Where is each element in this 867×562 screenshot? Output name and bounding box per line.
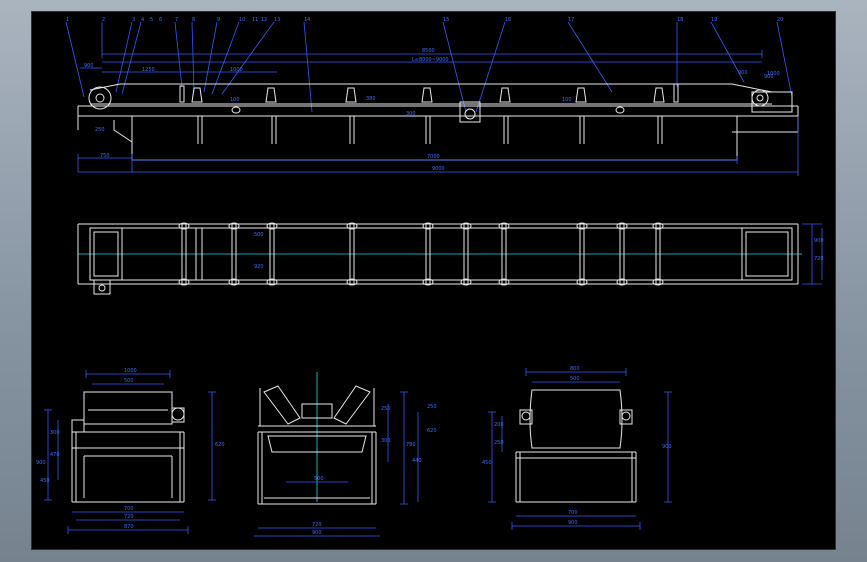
callout-14: 14 — [304, 17, 310, 23]
dim-right-h1: 200 — [494, 422, 504, 428]
dim-right-base-outer: 900 — [568, 520, 578, 526]
dim-right-top-inner: 500 — [570, 376, 580, 382]
drive-motor — [93, 279, 111, 295]
head-drum — [529, 389, 623, 449]
dim-left-base-mid: 720 — [124, 514, 134, 520]
support-legs — [197, 116, 663, 144]
dim-left-h3: 450 — [40, 478, 50, 484]
drive-drum — [83, 391, 173, 425]
wing-idler-left — [263, 385, 301, 425]
end-view-right: 800 500 450 200 250 900 700 900 — [482, 366, 672, 530]
head-pulley-plan — [741, 227, 793, 281]
dim-width-inner: 720 — [814, 256, 824, 262]
callout-1: 1 — [66, 17, 69, 23]
dim-left-top-outer: 1000 — [124, 368, 137, 374]
callout-8: 8 — [192, 17, 195, 23]
dim-width-outer: 900 — [814, 238, 824, 244]
dim-left-h-total: 900 — [36, 460, 46, 466]
dim-cs-side-a: 620 — [427, 428, 437, 434]
callout-12: 12 — [261, 17, 267, 23]
callout-15: 15 — [443, 17, 449, 23]
dim-overall-top: 8500 — [422, 48, 435, 54]
side-view: 1 2 3 4 5 6 7 8 9 10 11 12 13 14 15 16 1… — [65, 17, 799, 176]
callout-11: 11 — [252, 17, 258, 23]
callout-13: 13 — [274, 17, 280, 23]
dim-cs-base-outer: 900 — [312, 530, 322, 536]
dim-left-base-outer: 870 — [124, 524, 134, 530]
return-trough — [267, 435, 367, 453]
dim-roller-gap: 300 — [406, 111, 416, 117]
dim-right-h3: 450 — [482, 460, 492, 466]
dim-mid-lower: 7000 — [427, 154, 440, 160]
callout-19: 19 — [711, 17, 717, 23]
dim-cs-side-b: 250 — [427, 404, 437, 410]
dim-belt-h: 380 — [366, 96, 376, 102]
dim-cs-h1: 250 — [381, 406, 391, 412]
callout-5: 5 — [150, 17, 153, 23]
callout-6: 6 — [159, 17, 162, 23]
dim-small-a: 900 — [738, 70, 748, 76]
dim-side-a: 500 — [254, 232, 264, 238]
dim-mini: 250 — [95, 127, 105, 133]
dim-cs-h3: 440 — [412, 458, 422, 464]
dim-left-lower: 750 — [100, 153, 110, 159]
dim-pitch-top: 1250 — [142, 67, 155, 73]
dim-right-top-outer: 800 — [570, 366, 580, 372]
center-idler — [301, 403, 333, 419]
dim-right-h-total: 900 — [662, 444, 672, 450]
callout-17: 17 — [568, 17, 574, 23]
dim-left-side-h: 620 — [215, 442, 225, 448]
dim-left-top-inner: 500 — [124, 378, 134, 384]
callout-10: 10 — [239, 17, 245, 23]
dim-left-h1: 300 — [50, 430, 60, 436]
dim-inc-a: 100 — [230, 97, 240, 103]
plan-view: 900 720 500 920 — [77, 222, 824, 295]
dim-side-b: 920 — [254, 264, 264, 270]
callout-3: 3 — [132, 17, 135, 23]
callout-7: 7 — [175, 17, 178, 23]
dim-total-lower: 9000 — [432, 166, 445, 172]
dim-cs-trough: 500 — [314, 476, 324, 482]
dim-right-h2: 250 — [494, 440, 504, 446]
dim-left-base-inner: 700 — [124, 506, 134, 512]
callout-9: 9 — [217, 17, 220, 23]
end-view-left: 1000 500 900 300 470 620 450 700 720 870 — [36, 368, 225, 534]
callout-16: 16 — [505, 17, 511, 23]
wing-idler-right — [333, 385, 371, 425]
dim-range: L≤8000~9000 — [412, 57, 449, 63]
carrying-idlers — [179, 83, 679, 103]
take-up-unit — [459, 101, 481, 123]
callout-4: 4 — [141, 17, 144, 23]
tail-pulley-plan — [89, 227, 123, 281]
dim-right-base-inner: 700 — [568, 510, 578, 516]
callout-2: 2 — [102, 17, 105, 23]
dim-pitch-mid: 1000 — [230, 67, 243, 73]
return-rollers — [231, 106, 625, 114]
drawing-canvas[interactable]: 1 2 3 4 5 6 7 8 9 10 11 12 13 14 15 16 1… — [32, 12, 835, 549]
conveyor-drawing: 1 2 3 4 5 6 7 8 9 10 11 12 13 14 15 16 1… — [36, 17, 824, 537]
tail-pulley — [88, 86, 112, 110]
dim-cs-h-total: 780 — [406, 442, 416, 448]
dim-small-b: 900 — [764, 74, 774, 80]
dim-right-end: 1000 — [767, 71, 780, 77]
dim-left-end: 900 — [84, 63, 94, 69]
callout-20: 20 — [777, 17, 783, 23]
cross-section: 780 250 300 440 500 720 900 620 250 — [254, 372, 437, 537]
callout-labels: 1 2 3 4 5 6 7 8 9 10 11 12 13 14 15 16 1… — [66, 17, 783, 23]
callout-18: 18 — [677, 17, 683, 23]
dim-left-h2: 470 — [50, 452, 60, 458]
dim-cs-base-inner: 720 — [312, 522, 322, 528]
dim-inc-b: 100 — [562, 97, 572, 103]
dim-cs-h2: 300 — [381, 438, 391, 444]
plan-idlers — [178, 222, 664, 286]
